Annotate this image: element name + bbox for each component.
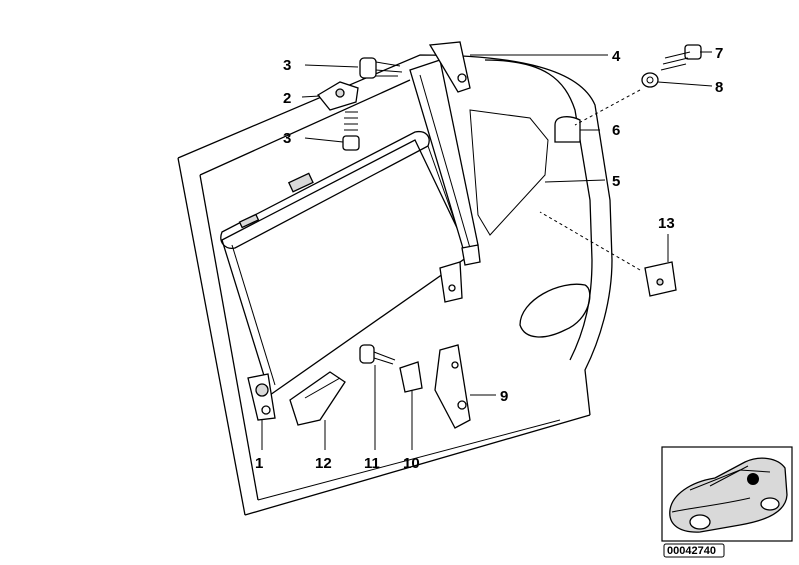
callout-10: 10 [403,455,420,472]
clip [317,81,359,111]
leader-lines [261,51,713,450]
cover [289,371,346,426]
bolt [660,44,702,71]
callout-11: 11 [364,455,380,472]
washer [641,72,659,88]
screw-middle [342,111,360,151]
callout-6: 6 [612,122,620,139]
screw-upper [359,57,403,79]
callout-2: 2 [283,90,291,107]
callout-4: 4 [612,48,621,65]
callout-12: 12 [315,455,332,472]
rear-door-outline [177,54,613,516]
roller-sunblind [220,130,471,421]
callout-3-upper: 3 [283,57,291,74]
screw-lower [359,344,396,365]
inset-reference-number: 00042740 [667,545,716,557]
callout-1: 1 [255,455,263,472]
vehicle-locator-inset: 00042740 [661,446,793,558]
callout-labels: 1 2 3 3 4 5 6 7 8 9 10 11 12 13 [255,45,723,472]
callout-8: 8 [715,79,723,96]
callout-9: 9 [500,388,508,405]
callout-13: 13 [658,215,675,232]
plug [399,361,423,393]
callout-7: 7 [715,45,723,62]
cap [554,116,581,143]
callout-3-middle: 3 [283,130,291,147]
guide-rail [409,41,481,266]
small-bracket [644,261,677,297]
holder [434,344,471,429]
callout-5: 5 [612,173,620,190]
